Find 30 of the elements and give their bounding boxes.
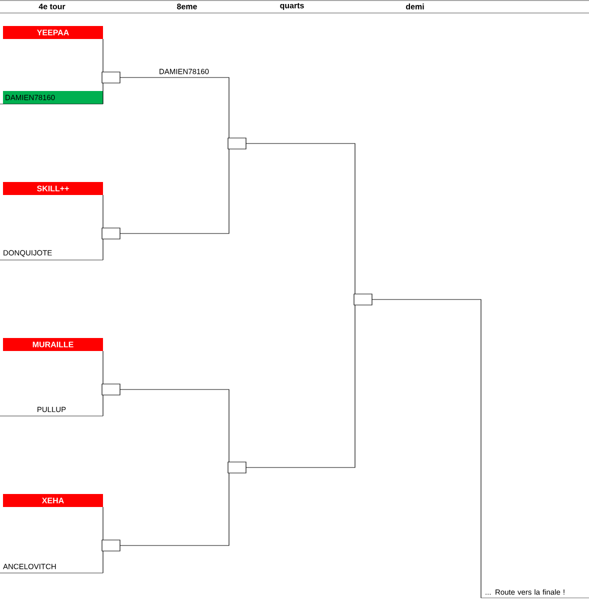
team-name-bar: XEHA xyxy=(3,494,103,507)
team-name-bar: SKILL++ xyxy=(3,182,103,195)
column-header: demi xyxy=(406,4,424,10)
bracket-line xyxy=(120,472,230,546)
bracket-line xyxy=(102,550,104,574)
match-box xyxy=(102,228,120,240)
match-box xyxy=(102,384,120,396)
bracket-line xyxy=(372,299,482,598)
bracket-line xyxy=(102,394,104,416)
team-name-bar: YEEPAA xyxy=(3,26,103,39)
column-header: 8eme xyxy=(177,4,197,10)
bracket-line xyxy=(120,389,230,462)
bracket-line xyxy=(102,238,104,260)
match-box xyxy=(228,462,246,474)
bracket-line xyxy=(102,82,104,104)
column-header: 4e tour xyxy=(38,4,66,10)
bracket-line xyxy=(102,38,104,72)
bracket-line xyxy=(120,77,230,138)
match-box xyxy=(102,540,120,552)
team-name-bar: MURAILLE xyxy=(3,338,103,351)
bracket-line xyxy=(102,350,104,384)
bracket-line xyxy=(120,148,230,234)
match-box xyxy=(354,294,372,306)
column-header: quarts xyxy=(280,3,304,10)
match-box xyxy=(228,138,246,150)
bracket-line xyxy=(246,143,356,294)
bracket-line xyxy=(102,506,104,540)
match-box xyxy=(102,72,120,84)
bracket-line xyxy=(246,304,356,468)
bracket-line xyxy=(102,194,104,228)
